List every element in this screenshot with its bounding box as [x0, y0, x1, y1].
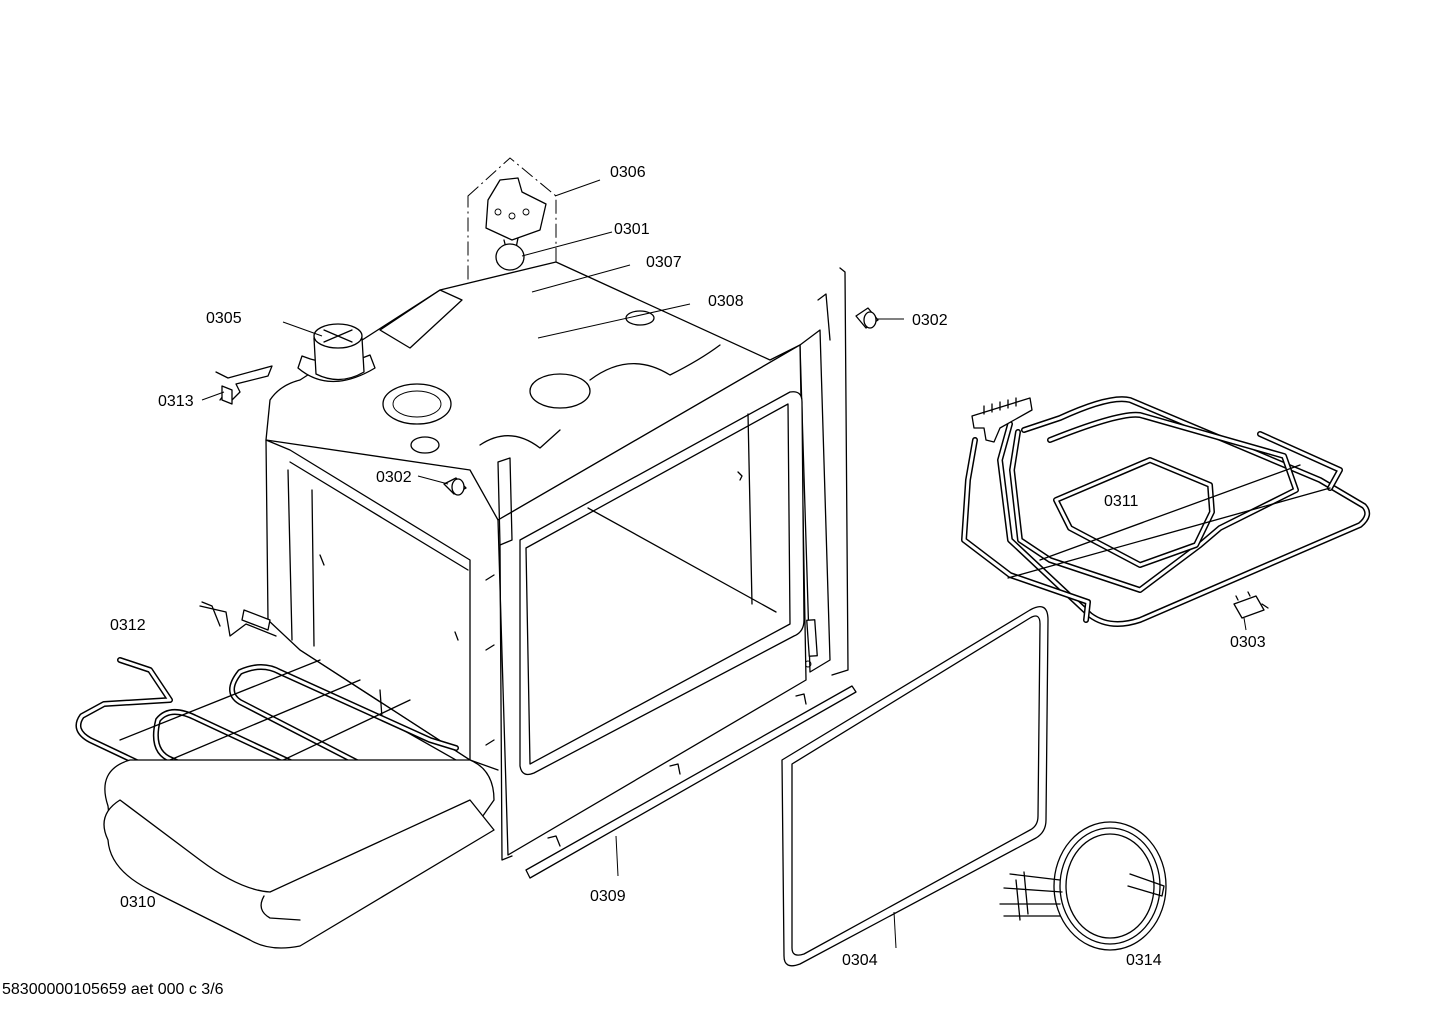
callout-labels: 0306 0301 0307 0308 0305 0302 0302 0313 … [110, 164, 1266, 969]
part-0309-door-rail [525, 685, 857, 879]
callout-0313: 0313 [158, 393, 194, 410]
callout-0309: 0309 [590, 888, 626, 905]
callout-0311: 0311 [1104, 493, 1139, 510]
document-code: 58300000105659 aet 000 c 3/6 [2, 981, 224, 998]
part-0305-cooling-fan-housing [297, 323, 376, 383]
callout-0308: 0308 [708, 293, 744, 310]
part-0313-connector [215, 365, 273, 405]
part-0301-bulb [495, 243, 525, 271]
leader-lines [201, 179, 1247, 949]
part-0306-lamp-cover [485, 177, 547, 249]
part-0303-bracket [1233, 591, 1269, 619]
callout-0314: 0314 [1126, 952, 1162, 969]
callout-0307: 0307 [646, 254, 682, 271]
callout-0310: 0310 [120, 894, 156, 911]
callout-0304: 0304 [842, 952, 878, 969]
callout-0302-left: 0302 [376, 469, 412, 486]
part-0304-door-seal [781, 606, 1049, 967]
cavity-right-rim [799, 329, 831, 673]
part-0302-nut-left [443, 477, 467, 496]
callout-0303: 0303 [1230, 634, 1266, 651]
callout-0306: 0306 [610, 164, 646, 181]
part-0302-nut-right [855, 307, 879, 329]
top-vent-hole [382, 383, 452, 425]
callout-0301: 0301 [614, 221, 650, 238]
oven-cavity [265, 261, 849, 861]
callout-0312: 0312 [110, 617, 146, 634]
part-0311-grill-heating-element [961, 396, 1371, 627]
part-0310-insulation-mat [103, 759, 495, 949]
callout-0302-right: 0302 [912, 312, 948, 329]
part-0314-circular-heating-element [999, 821, 1167, 951]
part-0312-bottom-heating-element [75, 601, 459, 835]
callout-0305: 0305 [206, 310, 242, 327]
cavity-opening [519, 391, 805, 776]
